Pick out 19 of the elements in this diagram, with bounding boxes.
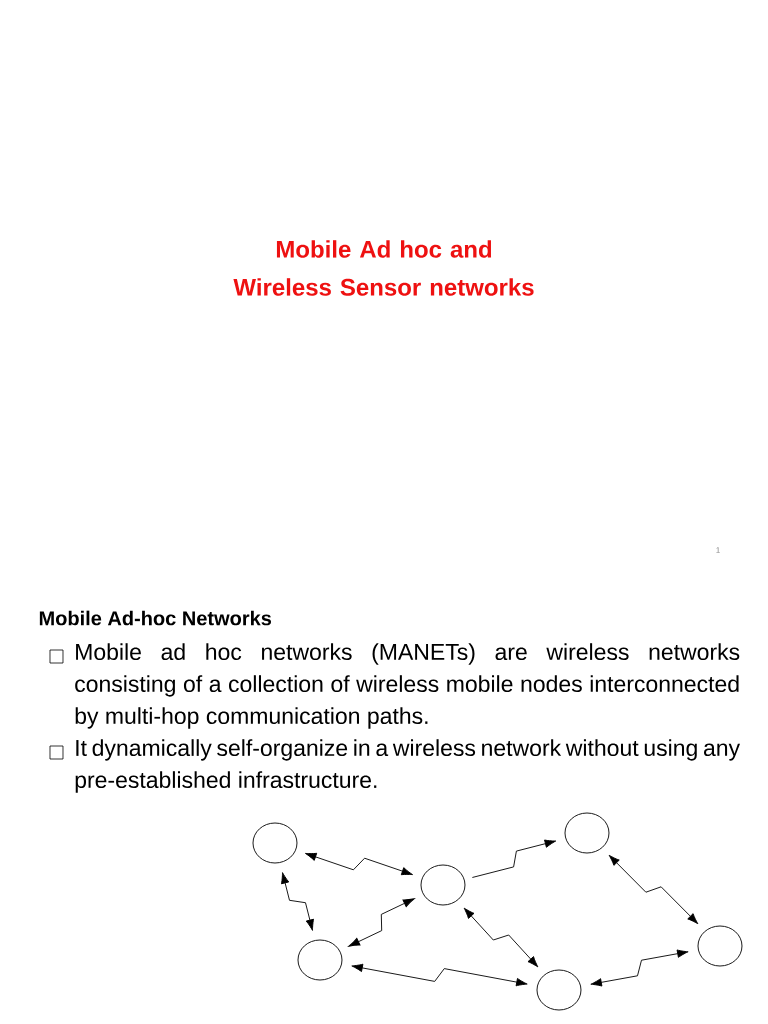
network-node-circle	[536, 969, 582, 1011]
section-heading: Mobile Ad-hoc Networks	[39, 610, 272, 626]
bullet-text: It dynamically self-organize in a wireless network without using any pre-established infrastructure.	[75, 739, 740, 793]
bullet-text: Mobile ad hoc networks (MANETs) are wireless networks consisting of a collection of wireless mobile nodes interconnected by multi-hop communication paths.	[75, 643, 740, 729]
network-node-circle	[697, 925, 743, 967]
zigzag-arrow	[608, 854, 699, 925]
network-node-circle	[252, 822, 298, 864]
zigzag-arrow	[463, 907, 539, 968]
zigzag-arrow	[351, 963, 528, 987]
zigzag-arrow	[348, 898, 415, 947]
zigzag-arrow	[590, 949, 689, 987]
page-number: 1	[716, 547, 720, 553]
network-node-circle	[297, 939, 343, 981]
zigzag-arrow	[305, 852, 413, 876]
zigzag-arrow	[281, 872, 314, 931]
network-node-circle	[420, 864, 466, 906]
slide-title: Mobile Ad hoc and Wireless Sensor networks	[233, 240, 534, 296]
zigzag-arrow	[471, 839, 557, 878]
network-node-circle	[564, 812, 610, 854]
